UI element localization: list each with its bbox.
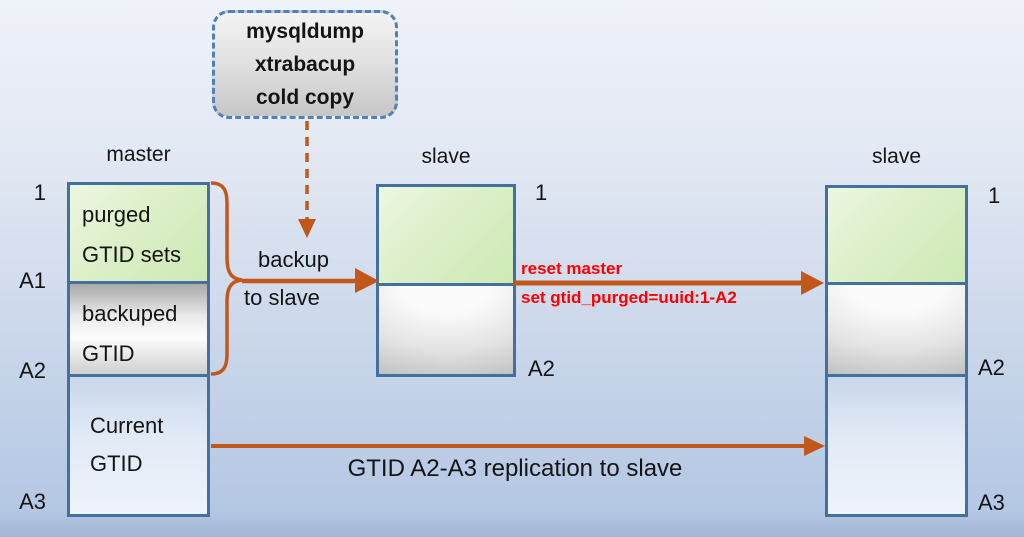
master-purged-label: purged GTID sets <box>70 185 207 275</box>
slave-right-backuped-segment <box>825 282 968 377</box>
reset-master-arrowhead <box>801 271 824 295</box>
slave-right-marker-1: 1 <box>988 183 1001 208</box>
master-current-label: Current GTID <box>70 377 207 483</box>
slave-mid-title: slave <box>421 145 471 168</box>
slave-mid-backuped-segment <box>376 283 516 377</box>
source-box-line: cold copy <box>255 86 355 109</box>
slave-right-title: slave <box>871 145 922 168</box>
master-backuped-segment: backuped GTID <box>67 281 210 377</box>
slave-right-purged-segment <box>825 185 968 285</box>
replication-arrowhead <box>804 436 825 456</box>
replication-arrow-label: GTID A2-A3 replication to slave <box>347 455 683 482</box>
backup-arrow-label-line2: to slave <box>244 285 320 310</box>
master-purged-segment: purged GTID sets <box>67 182 210 284</box>
master-backuped-line2: GTID <box>82 341 135 366</box>
set-gtid-purged-command: set gtid_purged=uuid:1-A2 <box>521 288 737 307</box>
master-marker-1: 1 <box>33 180 46 205</box>
master-title: master <box>106 143 171 166</box>
master-purged-line1: purged <box>82 202 151 227</box>
master-marker-a1: A1 <box>19 268 46 293</box>
source-box-line: xtrabacup <box>254 53 356 76</box>
master-backuped-label: backuped GTID <box>70 284 207 374</box>
master-backup-scope-brace <box>210 181 243 376</box>
master-marker-a3: A3 <box>19 489 46 514</box>
master-backuped-line1: backuped <box>82 301 178 326</box>
slave-mid-purged-segment <box>376 184 516 286</box>
slave-right-marker-a3: A3 <box>978 490 1005 515</box>
master-current-segment: Current GTID <box>67 374 210 517</box>
source-copy-dashed-arrowhead <box>298 219 316 238</box>
master-current-line2: GTID <box>90 451 143 476</box>
master-marker-a2: A2 <box>19 358 46 383</box>
source-box-line: mysqldump <box>246 20 364 43</box>
slave-mid-marker-a2: A2 <box>528 356 555 381</box>
reset-master-command: reset master <box>521 259 623 278</box>
slave-right-current-segment <box>825 374 968 517</box>
master-current-line1: Current <box>90 413 164 438</box>
master-purged-line2: GTID sets <box>82 242 182 267</box>
backup-source-box: mysqldump xtrabacup cold copy <box>212 10 398 119</box>
slave-right-marker-a2: A2 <box>978 355 1005 380</box>
backup-arrow-label-line1: backup <box>258 247 329 272</box>
slave-mid-marker-1: 1 <box>535 180 548 205</box>
